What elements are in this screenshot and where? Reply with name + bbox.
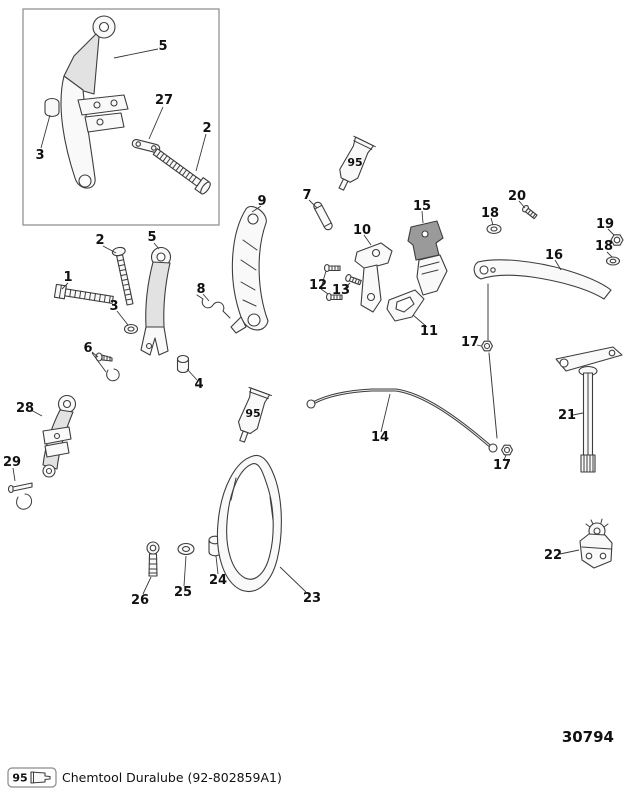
- part-17-nut-upper: [480, 340, 494, 352]
- part-2-screw: [111, 246, 134, 306]
- part-10-bracket: [354, 242, 393, 313]
- part-12-screws: [323, 263, 343, 302]
- callout-15: 15: [413, 199, 431, 214]
- part-9-cam-bracket: [230, 206, 269, 334]
- callout-12: 12: [309, 278, 327, 293]
- callout-11: 11: [420, 324, 438, 339]
- callout-6: 6: [83, 341, 92, 356]
- callout-9: 9: [257, 194, 266, 209]
- callout-7: 7: [302, 188, 311, 203]
- part-1-screw: [53, 283, 114, 304]
- part-13-screw: [345, 273, 362, 286]
- callout-17-upper: 17: [461, 335, 479, 350]
- callout-20: 20: [508, 189, 526, 204]
- callout-13: 13: [332, 283, 350, 298]
- stud-alignment-line: [487, 283, 498, 439]
- callout-18-left: 18: [481, 206, 499, 221]
- callout-8: 8: [196, 282, 205, 297]
- part-5-lever: [140, 246, 172, 356]
- callout-29: 29: [3, 455, 21, 470]
- leader-lines: [12, 48, 615, 595]
- part-25-washer: [177, 542, 195, 556]
- callout-4: 4: [194, 377, 203, 392]
- lube-marker-upper: 95: [347, 156, 362, 169]
- callout-26: 26: [131, 593, 149, 608]
- callout-21: 21: [558, 408, 576, 423]
- part-inset-screw: [152, 148, 211, 195]
- legend-lube-code: 95: [12, 772, 27, 785]
- callout-2: 2: [95, 233, 104, 248]
- part-3-washer: [123, 323, 139, 335]
- part-18-washer-left: [486, 223, 502, 235]
- callout-19: 19: [596, 217, 614, 232]
- part-23-cover: [216, 454, 282, 592]
- part-21-shaft: [555, 346, 623, 473]
- callout-22: 22: [544, 548, 562, 563]
- part-4-roller: [176, 354, 190, 373]
- callout-23: 23: [303, 591, 321, 606]
- callout-10: 10: [353, 223, 371, 238]
- part-18-washer-right: [605, 256, 621, 266]
- part-22-bracket: [579, 518, 613, 569]
- part-6-fasteners: [95, 352, 120, 382]
- inset-assembly-frame: [22, 8, 220, 226]
- callout-inset-2: 2: [202, 121, 211, 136]
- callout-5: 5: [147, 230, 156, 245]
- callout-inset-5: 5: [158, 39, 167, 54]
- part-16-arm: [473, 259, 612, 300]
- part-28-lever: [42, 394, 77, 478]
- callout-25: 25: [174, 585, 192, 600]
- callout-3: 3: [109, 299, 118, 314]
- part-29-clip: [7, 482, 33, 510]
- callout-1: 1: [63, 270, 72, 285]
- part-15-switch: [407, 220, 448, 296]
- part-inset-link: [131, 139, 161, 153]
- callout-16: 16: [545, 248, 563, 263]
- lube-tube-icon: [30, 771, 51, 784]
- part-26-screw: [146, 541, 160, 577]
- part-7-pin: [313, 201, 333, 231]
- part-17-nut-lower: [500, 444, 514, 456]
- footer-legend: 95 Chemtool Duralube (92-802859A1): [7, 767, 282, 788]
- callout-28: 28: [16, 401, 34, 416]
- callout-18-right: 18: [595, 239, 613, 254]
- drawing-number: 30794: [562, 728, 614, 746]
- part-inset-cap-nut: [44, 97, 60, 118]
- callout-inset-27: 27: [155, 93, 173, 108]
- legend-box: [7, 767, 57, 788]
- part-11-plate: [386, 289, 425, 322]
- callout-17-lower: 17: [493, 458, 511, 473]
- part-inset-lever-assembly: [60, 15, 129, 189]
- footer-note: Chemtool Duralube (92-802859A1): [62, 770, 282, 785]
- callout-inset-3: 3: [35, 148, 44, 163]
- callout-14: 14: [371, 430, 389, 445]
- part-14-rod: [306, 388, 498, 453]
- callout-24: 24: [209, 573, 227, 588]
- part-8-spring: [196, 294, 231, 319]
- part-20-screw: [522, 204, 538, 220]
- lube-marker-lower: 95: [245, 407, 260, 420]
